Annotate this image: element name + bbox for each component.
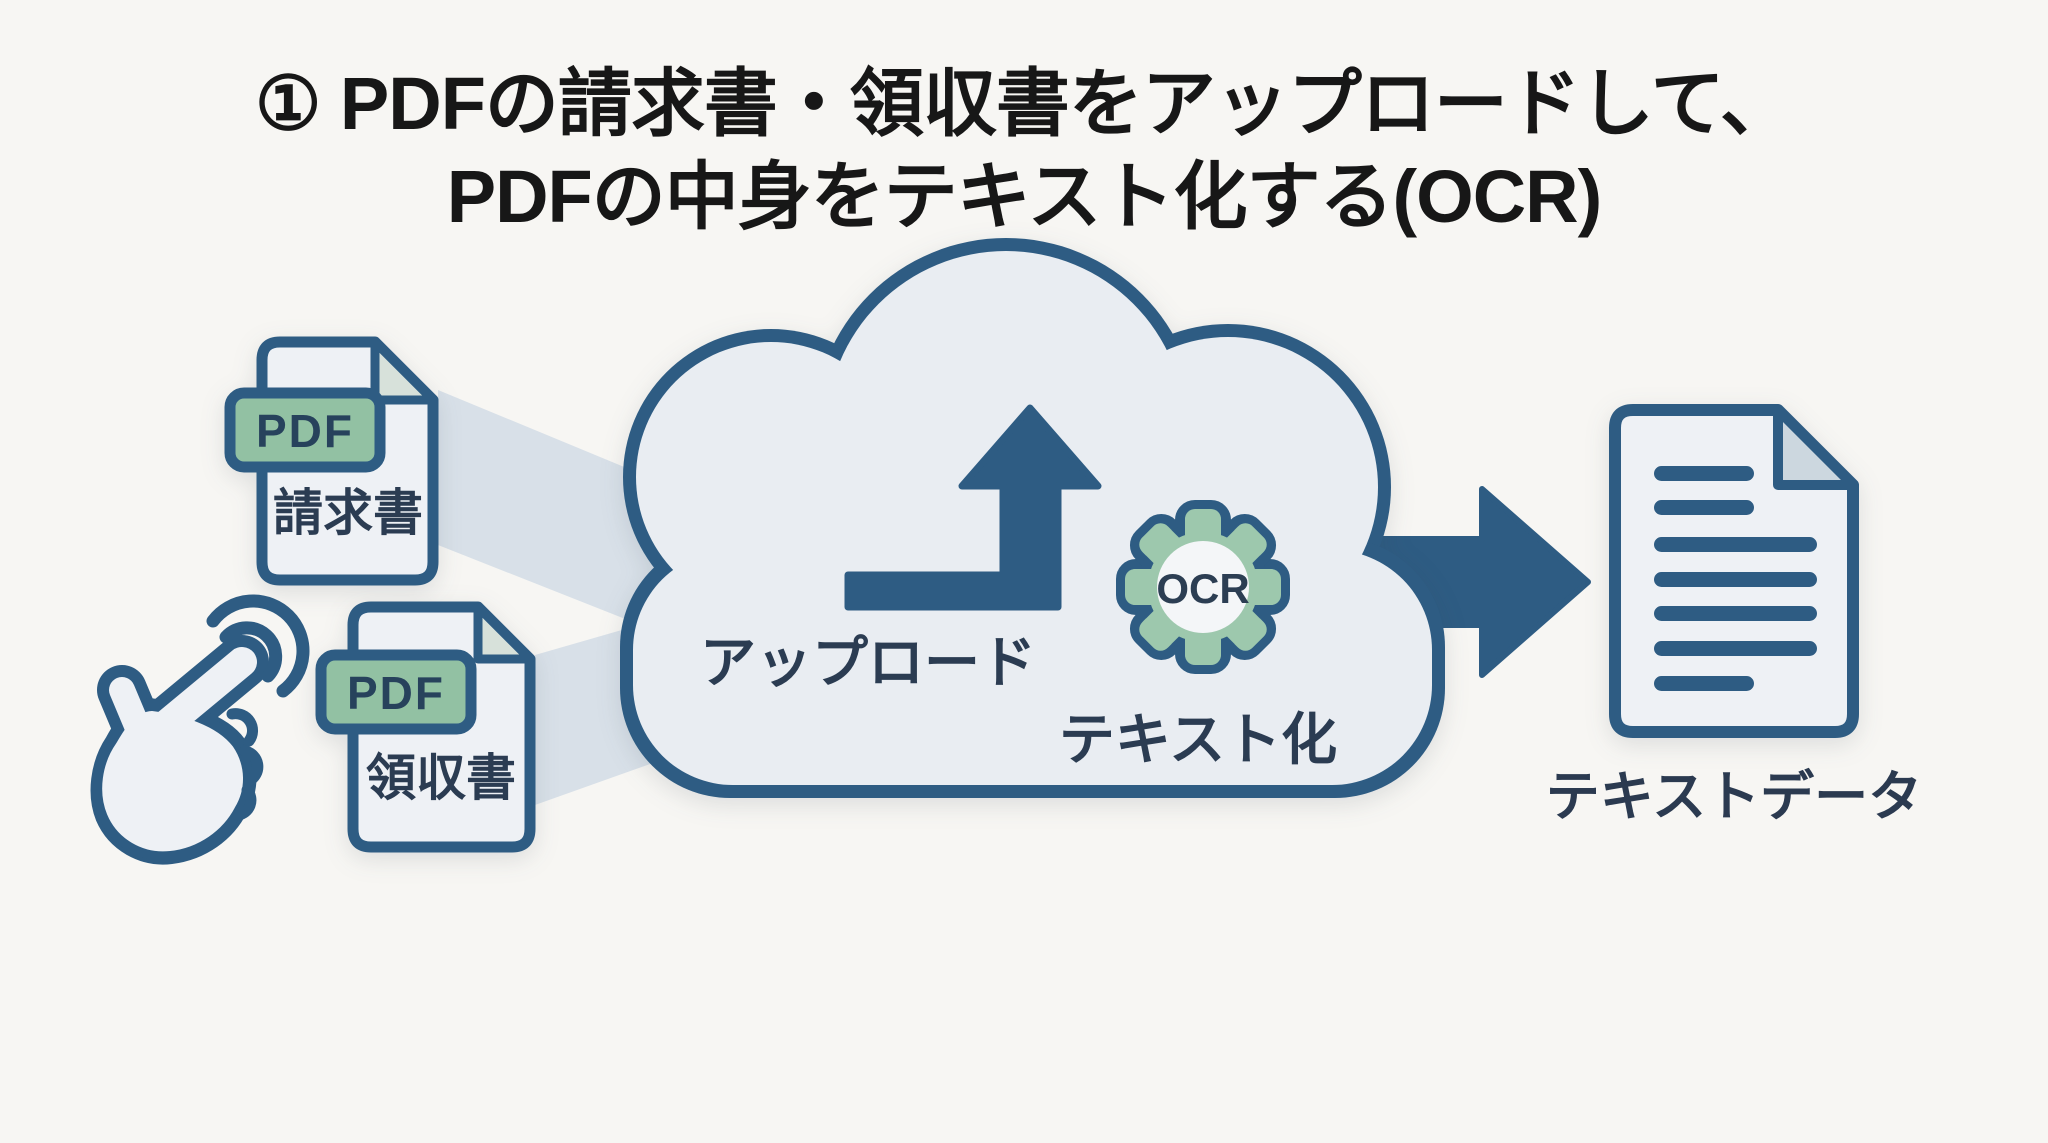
title-line-2: PDFの中身をテキスト化する(OCR) [446,154,1603,238]
ocr-gear-icon [1116,500,1290,674]
title-line-1: ① PDFの請求書・領収書をアップロードして、 [255,62,1794,145]
diagram-title: ① PDFの請求書・領収書をアップロードして、 PDFの中身をテキスト化する(O… [0,58,2048,243]
receipt-pdf-badge-label: PDF [347,667,445,719]
text-document-icon [1609,404,1859,738]
receipt-pdf-file-icon [315,601,536,853]
invoice-file-label: 請求書 [273,485,423,541]
tap-ripple-icon [206,594,310,698]
invoice-pdf-file-icon [224,336,439,586]
upload-arrow-icon [844,404,1102,611]
document-text-lines [1654,466,1817,691]
output-data-label: テキストデータ [1545,767,1923,827]
textize-label: テキスト化 [1058,708,1338,771]
receipt-file-label: 領収書 [366,750,516,806]
invoice-pdf-badge-label: PDF [256,405,354,457]
upload-label: アップロード [700,631,1036,694]
tap-hand-icon [90,594,310,865]
ocr-gear-label: OCR [1156,565,1250,612]
